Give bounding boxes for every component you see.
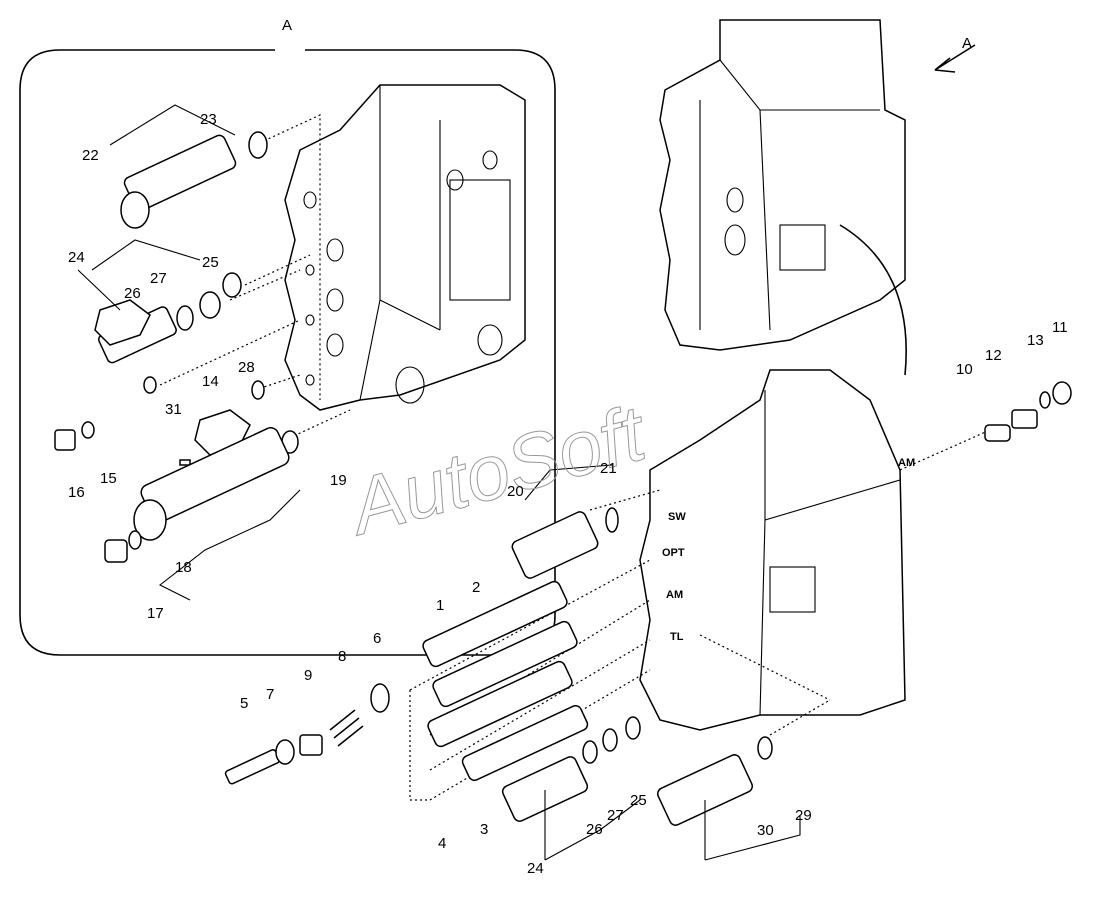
callout-p27a: 27 [150, 270, 167, 287]
callout-p4: 4 [438, 835, 446, 852]
callout-p10: 10 [956, 361, 973, 378]
callout-p2: 2 [472, 579, 480, 596]
callout-p19: 19 [330, 472, 347, 489]
callout-p23: 23 [200, 111, 217, 128]
callout-p5: 5 [240, 695, 248, 712]
callout-p12: 12 [985, 347, 1002, 364]
callout-p11: 11 [1052, 319, 1068, 336]
port-label-am: AM [666, 589, 683, 601]
callout-p20: 20 [507, 483, 524, 500]
callout-p14: 14 [202, 373, 219, 390]
callout-p3: 3 [480, 821, 488, 838]
callout-p21: 21 [600, 460, 617, 477]
callout-p16: 16 [68, 484, 85, 501]
inset-valve-body [284, 84, 526, 411]
inset-parts [54, 114, 351, 563]
callout-p6: 6 [373, 630, 381, 647]
port-label-sw: SW [668, 511, 686, 523]
main-parts [224, 489, 831, 826]
callout-p17: 17 [147, 605, 164, 622]
port-label-tl: TL [670, 631, 684, 643]
callout-p9: 9 [304, 667, 312, 684]
callout-inset-view-a: A [282, 17, 292, 34]
callout-p1: 1 [436, 597, 444, 614]
port-label-am-side: AM [898, 457, 915, 469]
main-valve-body [639, 369, 1072, 731]
inset-frame [19, 49, 556, 656]
callout-p28: 28 [238, 359, 255, 376]
callout-p24b: 24 [527, 860, 544, 877]
callout-p26a: 26 [124, 285, 141, 302]
callout-p24a: 24 [68, 249, 85, 266]
callout-arrow-view-a: A [962, 35, 972, 52]
callout-p25b: 25 [630, 792, 647, 809]
callout-p26b: 26 [586, 821, 603, 838]
port-label-opt: OPT [662, 547, 685, 559]
callout-p27b: 27 [607, 807, 624, 824]
upper-valve-body [659, 19, 976, 376]
callout-p30: 30 [757, 822, 774, 839]
callout-p7: 7 [266, 686, 274, 703]
callout-p25a: 25 [202, 254, 219, 271]
leader-lines [77, 104, 801, 861]
callout-p31: 31 [165, 401, 182, 418]
callout-p29: 29 [795, 807, 812, 824]
callout-p15: 15 [100, 470, 117, 487]
callout-p13: 13 [1027, 332, 1044, 349]
callout-p8: 8 [338, 648, 346, 665]
callout-p22: 22 [82, 147, 99, 164]
callout-p18: 18 [175, 559, 192, 576]
